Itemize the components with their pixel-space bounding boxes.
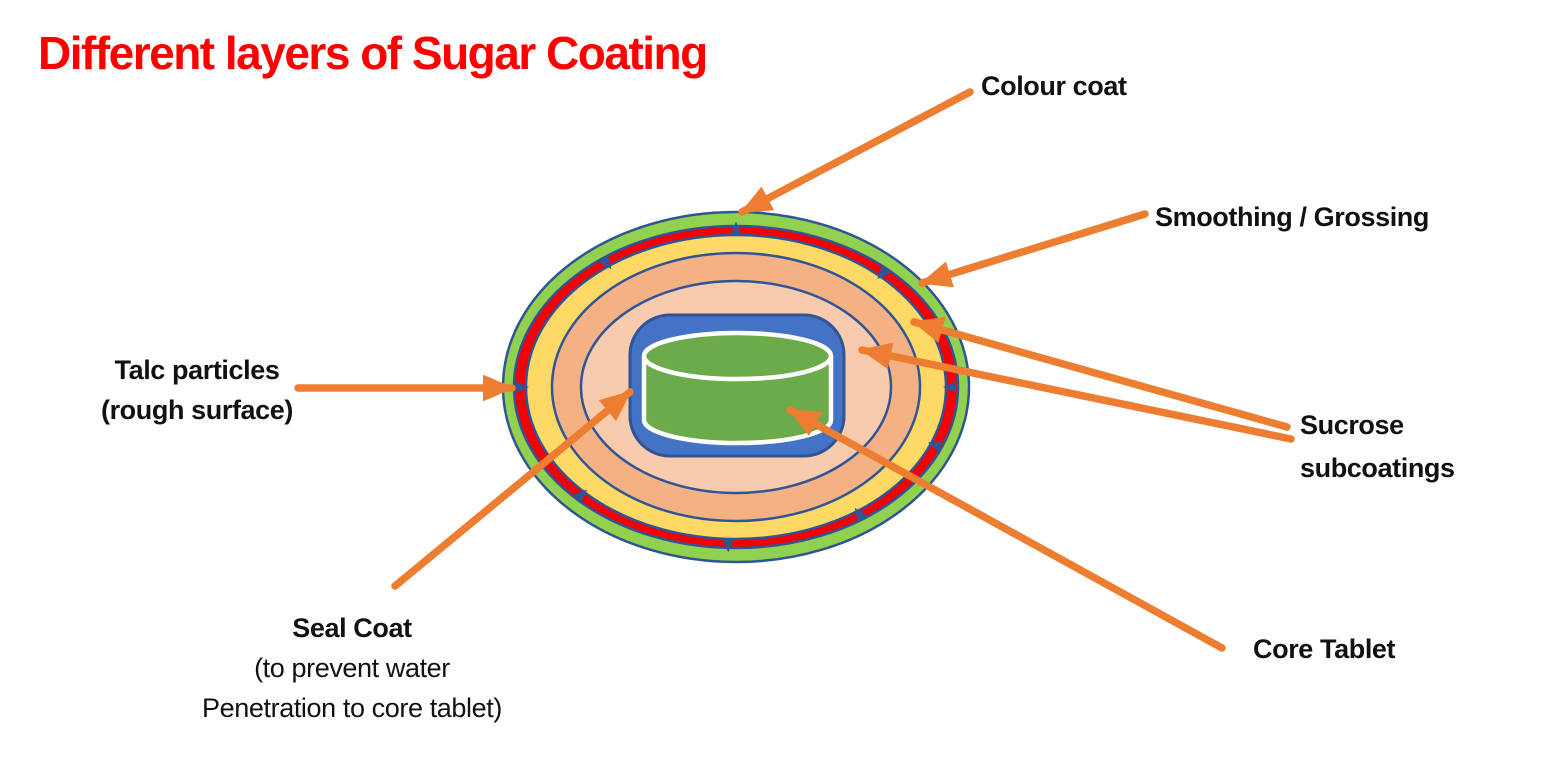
talc-spike: [516, 381, 529, 393]
label-seal-line2: (to prevent water: [254, 653, 450, 683]
label-core-tablet: Core Tablet: [1253, 634, 1396, 664]
talc-spike: [943, 381, 956, 393]
label-sucrose-subcoatings: Sucrose subcoatings: [1300, 404, 1455, 490]
talc-spike: [730, 221, 742, 235]
sucrose-inner-arrow: [858, 342, 1295, 443]
talc-spike: [723, 539, 735, 553]
label-talc-particles: Talc particles (rough surface): [72, 350, 322, 430]
talc-marks: [516, 221, 956, 553]
label-seal-line1: Seal Coat: [292, 613, 412, 643]
tablet-cross-section: [501, 210, 971, 564]
label-seal-line3: Penetration to core tablet): [202, 693, 502, 723]
label-colour-coat: Colour coat: [981, 71, 1127, 101]
seal-coat-arrow: [391, 388, 634, 590]
page-title: Different layers of Sugar Coating: [38, 27, 708, 79]
label-sucrose-line1: Sucrose: [1300, 410, 1404, 440]
callout-arrows: [294, 88, 1295, 652]
label-talc-line1: Talc particles: [114, 355, 280, 385]
label-talc-line2: (rough surface): [100, 395, 294, 425]
label-seal-coat: Seal Coat (to prevent water Penetration …: [142, 608, 562, 728]
smoothing-arrow: [918, 210, 1149, 288]
colour-coat-arrow: [738, 88, 974, 216]
core-tablet-cylinder: [641, 330, 834, 446]
label-smoothing-grossing: Smoothing / Grossing: [1155, 202, 1429, 232]
core-tablet-arrow: [786, 406, 1226, 652]
talc-spike: [927, 442, 942, 453]
sucrose-outer-arrow: [910, 316, 1291, 431]
label-sucrose-line2: subcoatings: [1300, 453, 1455, 483]
talc-spike: [877, 265, 891, 280]
cylinder-top: [641, 330, 834, 382]
talc-spike: [573, 489, 588, 503]
talc-spike: [599, 255, 612, 270]
talc-spike: [854, 507, 867, 522]
